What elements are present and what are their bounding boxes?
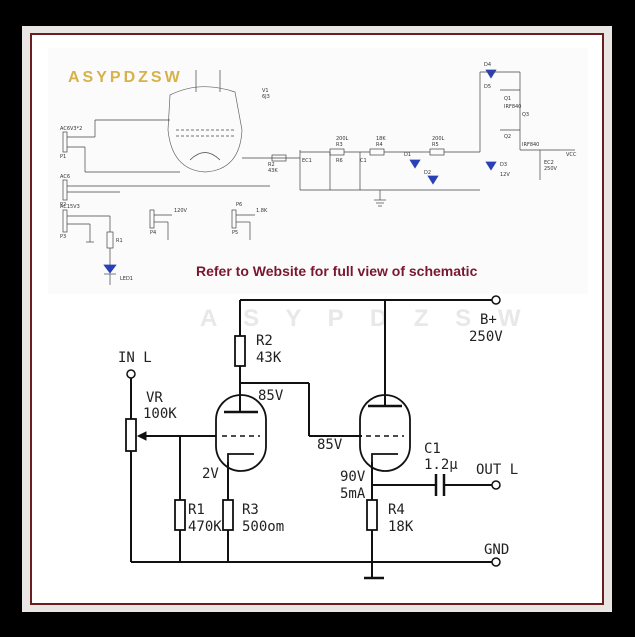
pcb-r6-label: R6 <box>336 158 343 164</box>
schematic-labels: B+ 250V R2 43K IN L 85V VR 100K 85V C1 1… <box>118 312 518 558</box>
r3-value: 500om <box>242 519 284 535</box>
r1-resistor <box>174 499 186 531</box>
pcb-q3-label: Q3 <box>522 112 529 118</box>
pcb-r4-value: 18K <box>376 136 386 142</box>
pcb-q1-label: Q1 <box>504 96 511 102</box>
pcb-schematic: V1 6J3 AC6V3*2 AC6 AC <box>48 48 588 294</box>
pcb-p2-label: P2 <box>60 202 66 208</box>
pcb-r2-value: 43K <box>268 168 278 174</box>
cathode2-current: 5mA <box>340 486 366 502</box>
pcb-hv-label: 250V <box>544 166 558 172</box>
pcb-r5-value: 200L <box>432 136 445 142</box>
pcb-in1-label: AC6V3*2 <box>60 126 82 132</box>
output-terminal <box>491 480 501 490</box>
tube-2 <box>359 300 411 472</box>
r2-resistor <box>234 335 246 367</box>
pcb-v12-label: 12V <box>500 172 510 178</box>
cathode1-voltage: 2V <box>202 466 219 482</box>
tube-1 <box>215 394 267 472</box>
pcb-vcc-label: VCC <box>566 152 577 158</box>
gnd-label: GND <box>484 542 509 558</box>
pcb-q2-label: Q2 <box>504 134 511 140</box>
c1-value: 1.2μ <box>424 457 458 473</box>
r1-label: R1 <box>188 502 205 518</box>
gnd-terminal <box>491 557 501 567</box>
r1-value: 470K <box>188 519 222 535</box>
r2-label: R2 <box>256 333 273 349</box>
pcb-v1-label: V1 <box>262 88 269 94</box>
pcb-small-connectors <box>149 209 255 240</box>
pcb-tube <box>167 70 243 173</box>
r2-value: 43K <box>256 350 282 366</box>
r3-resistor <box>222 499 234 531</box>
pcb-hv2-label: 120V <box>174 208 188 214</box>
pcb-ec1-label: EC1 <box>302 158 312 164</box>
pcb-z4-label: D4 <box>484 62 491 68</box>
pcb-in2-label: AC6 <box>60 174 70 180</box>
pcb-v18-label: 1.8K <box>256 208 268 214</box>
pcb-r6-value: 200L <box>336 136 349 142</box>
pcb-in3-label: AC15V3 <box>60 204 80 210</box>
main-schematic <box>125 295 501 580</box>
pcb-r2-label: R2 <box>268 162 275 168</box>
pcb-r4-label: R4 <box>376 142 383 148</box>
cathode2-voltage: 90V <box>340 469 366 485</box>
plate1-voltage: 85V <box>258 388 284 404</box>
r4-value: 18K <box>388 519 414 535</box>
pcb-z1-label: D1 <box>404 152 411 158</box>
pcb-v1-value: 6J3 <box>262 94 270 100</box>
pcb-p1-label: P1 <box>60 154 66 160</box>
b-plus-label: B+ <box>480 312 497 328</box>
watermark: A S Y P D Z S W <box>200 305 531 332</box>
pcb-irf2-label: IRF840 <box>522 142 539 148</box>
pcb-z3-label: D3 <box>500 162 507 168</box>
grid2-voltage: 85V <box>317 437 343 453</box>
pcb-z5-label: D5 <box>484 84 491 90</box>
brand-logo: ASYPDZSW <box>68 69 183 86</box>
pcb-c1-label: C1 <box>360 158 367 164</box>
pcb-r5-label: R5 <box>432 142 439 148</box>
pcb-irf1-label: IRF840 <box>504 104 521 110</box>
pcb-b-plus-rail <box>242 69 575 207</box>
pcb-ec2-label: EC2 <box>544 160 554 166</box>
pcb-input-connectors <box>62 119 270 285</box>
r4-resistor <box>366 499 378 531</box>
input-label: IN L <box>118 350 152 366</box>
vr-potentiometer <box>125 418 137 452</box>
r4-label: R4 <box>388 502 405 518</box>
r3-label: R3 <box>242 502 259 518</box>
pcb-p5-label: P5 <box>232 230 238 236</box>
pcb-led-label: LED1 <box>120 276 133 282</box>
output-label: OUT L <box>476 462 518 478</box>
pcb-p3-label: P3 <box>60 234 66 240</box>
b-plus-terminal <box>491 295 501 305</box>
pcb-z2-label: D2 <box>424 170 431 176</box>
c1-label: C1 <box>424 441 441 457</box>
vr-value: 100K <box>143 406 177 422</box>
pcb-r3-label: R3 <box>336 142 343 148</box>
vr-label: VR <box>146 390 163 406</box>
website-notice: Refer to Website for full view of schema… <box>196 263 478 279</box>
b-plus-voltage-label: 250V <box>469 329 503 345</box>
pcb-p6-label: P6 <box>236 202 242 208</box>
input-terminal <box>126 369 136 379</box>
pcb-p4-label: P4 <box>150 230 156 236</box>
pcb-r1-label: R1 <box>116 238 123 244</box>
